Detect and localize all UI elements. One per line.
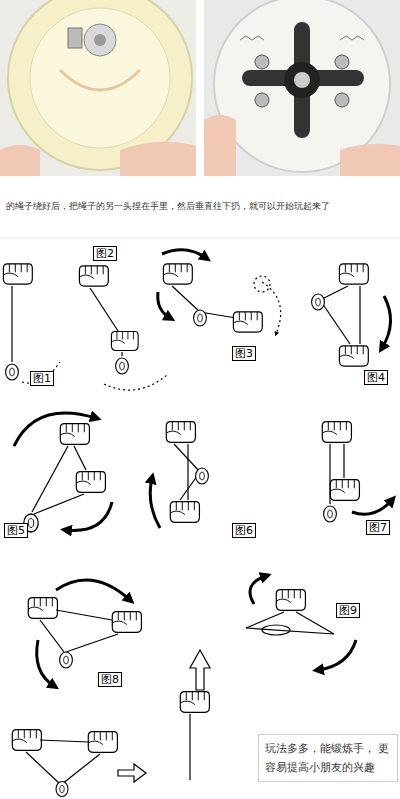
figure-3 bbox=[158, 250, 281, 334]
figure-number: 图1 bbox=[30, 371, 54, 386]
node-text: 图7 bbox=[369, 521, 387, 534]
figure-8 bbox=[28, 580, 141, 686]
figure-number: 图2 bbox=[93, 246, 117, 261]
figure-number: 图9 bbox=[336, 603, 360, 618]
note-box: 玩法多多，能锻炼手， 更容易提高小朋友的兴趣 bbox=[258, 734, 398, 782]
node-text: 图2 bbox=[96, 247, 114, 260]
node-text: 图8 bbox=[101, 673, 119, 686]
figure-number: 图3 bbox=[232, 346, 256, 361]
node-text: 图4 bbox=[367, 371, 385, 384]
figure-number: 图7 bbox=[366, 520, 390, 535]
node-text: 玩法多多，能锻炼手， 更容易提高小朋友的兴趣 bbox=[265, 739, 391, 777]
figure-4 bbox=[312, 264, 391, 366]
node-text: 图5 bbox=[7, 524, 25, 537]
figure-number: 图8 bbox=[98, 672, 122, 687]
node-text: 图3 bbox=[235, 347, 253, 360]
figure-1 bbox=[3, 264, 60, 383]
photo-left bbox=[0, 0, 196, 176]
figure-9 bbox=[246, 576, 356, 670]
figure-number: 图5 bbox=[4, 523, 28, 538]
instruction-text: 的绳子绕好后，把绳子的另一头捏在手里，然后垂直往下扔，就可以开始玩起来了 bbox=[6, 200, 330, 213]
node-text: 图6 bbox=[235, 524, 253, 537]
photo-right bbox=[204, 0, 400, 176]
figure-2 bbox=[79, 266, 168, 390]
figure-5 bbox=[14, 413, 112, 532]
figure-10 bbox=[12, 650, 210, 797]
node-text: 图1 bbox=[33, 372, 51, 385]
node-text: 图9 bbox=[339, 604, 357, 617]
figure-number: 图4 bbox=[364, 370, 388, 385]
figure-number: 图6 bbox=[232, 523, 256, 538]
figure-6 bbox=[150, 422, 208, 528]
figure-7 bbox=[322, 422, 392, 522]
